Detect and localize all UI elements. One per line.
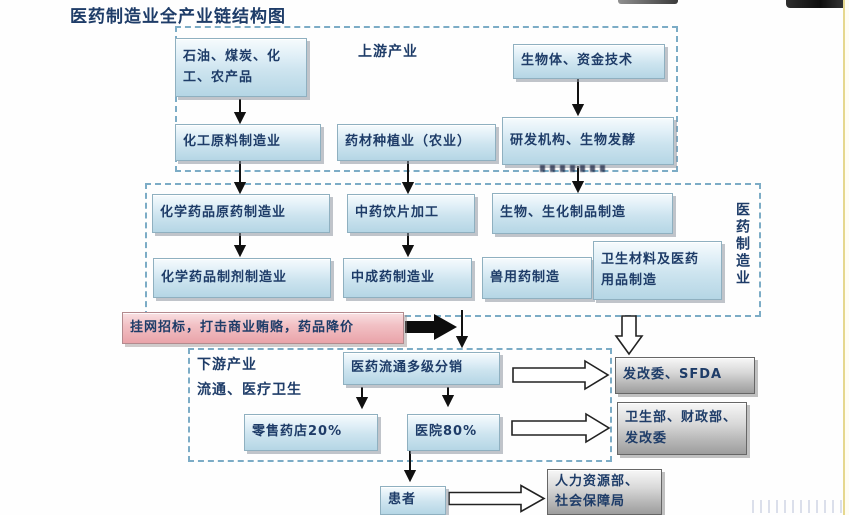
obscured-text-fragment xyxy=(540,165,606,172)
node-label: 卫生部、财政部、 发改委 xyxy=(625,410,738,446)
downstream-section-sublabel: 流通、医疗卫生 xyxy=(197,382,302,398)
node-label: 化学药品制剂制造业 xyxy=(161,269,288,285)
upstream-group-border xyxy=(175,26,678,172)
node-bio-biochem-products: 生物、生化制品制造 xyxy=(492,193,673,234)
policy-banner-label: 挂网招标，打击商业贿赂，药品降价 xyxy=(130,319,355,335)
node-bio-capital-tech: 生物体、资金技术 xyxy=(513,44,665,79)
node-label: 生物、生化制品制造 xyxy=(500,205,627,221)
node-moh-mof-ndrc: 卫生部、财政部、 发改委 xyxy=(617,402,747,455)
node-herb-planting: 药材种植业（农业） xyxy=(337,124,496,161)
right-edge-line xyxy=(843,0,845,515)
upstream-section-label: 上游产业 xyxy=(358,44,418,60)
node-tcm-pieces-processing: 中药饮片加工 xyxy=(347,194,475,233)
right-edge-strip xyxy=(845,0,849,515)
node-rnd-bio-fermentation: 研发机构、生物发酵 xyxy=(502,117,674,165)
cropped-artifact-top-right xyxy=(786,0,848,8)
hollow-arrow-patient-to-hr xyxy=(448,484,546,513)
node-label: 生物体、资金技术 xyxy=(521,53,634,69)
node-hr-social-security: 人力资源部、 社会保障局 xyxy=(547,469,662,515)
node-label: 化工原料制造业 xyxy=(183,134,282,150)
node-patient: 患者 xyxy=(380,486,446,515)
node-label: 医药流通多级分销 xyxy=(351,360,464,376)
node-label: 人力资源部、 社会保障局 xyxy=(555,473,640,509)
node-label: 发改委、SFDA xyxy=(623,367,723,383)
node-sanitary-materials: 卫生材料及医药 用品制造 xyxy=(593,241,722,300)
node-label: 中药饮片加工 xyxy=(355,205,440,221)
manufacturing-side-label: 医药制造业 xyxy=(734,202,750,287)
node-veterinary-medicine: 兽用药制造 xyxy=(482,257,592,299)
node-label: 化学药品原药制造业 xyxy=(160,205,287,221)
page-title: 医药制造业全产业链结构图 xyxy=(70,7,286,27)
node-label: 研发机构、生物发酵 xyxy=(510,132,637,148)
node-chemical-raw-material: 化工原料制造业 xyxy=(175,124,321,161)
downstream-section-label: 下游产业 xyxy=(197,357,257,373)
node-label: 卫生材料及医药 用品制造 xyxy=(601,252,700,288)
node-petroleum-coal-chemical-agri: 石油、煤炭、化 工、农产品 xyxy=(175,38,307,97)
node-label: 医院80% xyxy=(415,424,478,440)
node-ndrc-sfda: 发改委、SFDA xyxy=(615,357,755,394)
node-label: 零售药店20% xyxy=(252,424,343,440)
node-patent-medicine: 中成药制造业 xyxy=(343,258,472,298)
node-label: 石油、煤炭、化 工、农产品 xyxy=(183,49,282,85)
node-hospital: 医院80% xyxy=(407,414,500,451)
watermark-fragment xyxy=(752,500,847,513)
policy-banner: 挂网招标，打击商业贿赂，药品降价 xyxy=(122,312,404,344)
node-label: 患者 xyxy=(388,492,417,508)
downstream-group-border xyxy=(188,348,612,462)
hollow-arrow-down-to-ndrc xyxy=(614,315,644,356)
node-label: 药材种植业（农业） xyxy=(345,134,472,150)
node-distribution: 医药流通多级分销 xyxy=(343,352,500,385)
node-retail-pharmacy: 零售药店20% xyxy=(244,414,378,451)
node-label: 中成药制造业 xyxy=(351,269,436,285)
node-chemical-api-manufacturing: 化学药品原药制造业 xyxy=(152,194,330,233)
thick-arrow-banner-to-distribution xyxy=(405,314,457,340)
cropped-artifact-top-center xyxy=(618,0,678,4)
node-chemical-preparation: 化学药品制剂制造业 xyxy=(153,258,331,298)
node-label: 兽用药制造 xyxy=(490,269,561,285)
